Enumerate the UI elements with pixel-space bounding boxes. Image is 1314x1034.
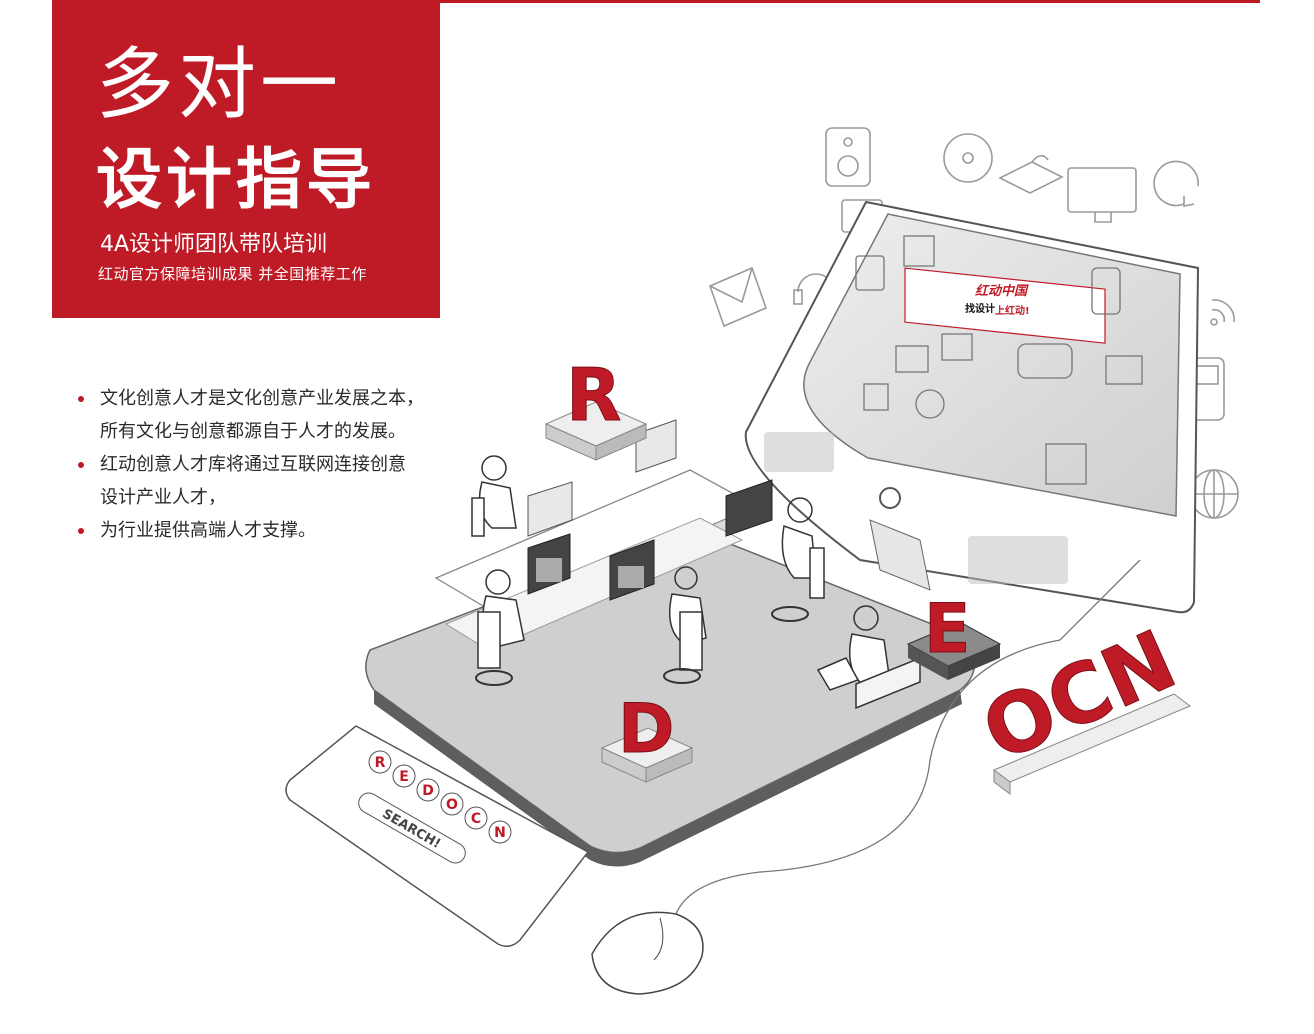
letters-ocn: OCN	[969, 613, 1189, 781]
banner-title-line1: 多对一	[96, 40, 343, 130]
person-with-laptop	[816, 605, 921, 710]
bullet-dot-icon	[78, 396, 84, 402]
svg-text:E: E	[399, 769, 409, 785]
letter-r-block: R	[544, 353, 648, 461]
letter-e: E	[924, 590, 970, 669]
screen-logo: 红动中国	[975, 283, 1029, 299]
person-female-front	[477, 569, 525, 669]
banner-subtitle: 4A设计师团队带队培训	[100, 232, 328, 257]
title-banner: 多对一 设计指导 4A设计师团队带队培训 红动官方保障培训成果 并全国推荐工作	[52, 0, 440, 318]
screen-app-icons	[855, 235, 1143, 485]
banner-tagline: 红动官方保障培训成果 并全国推荐工作	[98, 265, 367, 283]
monitor-stand	[869, 519, 931, 591]
refresh-icon	[1153, 160, 1199, 207]
person-female-desk	[471, 455, 517, 537]
speaker-icon	[825, 127, 871, 187]
letter-r: R	[566, 353, 621, 437]
keyboard: R E D O C N SEARCH!	[285, 725, 590, 947]
bullet-dot-icon	[78, 462, 84, 468]
svg-text:N: N	[494, 825, 506, 841]
keyboard-icon	[998, 154, 1064, 194]
mouse	[591, 911, 704, 995]
power-button-icon	[879, 487, 901, 509]
monitor-speaker-grille-right	[968, 536, 1068, 584]
top-red-rule	[440, 0, 1260, 3]
svg-text:C: C	[471, 811, 481, 827]
workstation-monitors	[527, 419, 773, 601]
person-male-desk	[781, 497, 825, 599]
letter-d: D	[618, 690, 674, 769]
globe-icon	[1189, 469, 1239, 519]
chair-bases	[475, 606, 809, 686]
svg-text:O: O	[446, 797, 458, 813]
keyboard-letter-keys: R E D O C N	[368, 750, 512, 844]
bullet-dot-icon	[78, 528, 84, 534]
list-item: 红动创意人才库将通过互联网连接创意	[78, 448, 498, 481]
svg-text:R: R	[375, 755, 386, 771]
screen-slogan-highlight: 上红动!	[995, 304, 1030, 317]
screen-slogan-prefix: 找设计	[965, 302, 995, 315]
list-item-continuation: 设计产业人才，	[100, 487, 226, 508]
monitor-speaker-grille-left	[764, 432, 834, 472]
letter-e-block: E	[906, 590, 1002, 680]
search-key	[358, 792, 466, 864]
svg-text:D: D	[422, 783, 434, 799]
list-item: 为行业提供高端人才支撑。	[78, 514, 498, 547]
letter-d-block: D	[600, 690, 694, 783]
people	[471, 455, 921, 710]
list-item: 文化创意人才是文化创意产业发展之本，	[78, 382, 498, 415]
letters-ocn-block: OCN	[969, 612, 1191, 795]
disc-icon	[943, 133, 993, 183]
wifi-icon	[1210, 299, 1235, 326]
banner-title-line2: 设计指导	[96, 141, 376, 218]
mail-icon	[708, 266, 768, 328]
list-item-continuation: 所有文化与创意都源自于人才的发展。	[100, 421, 406, 442]
desktop-monitor-icon	[1067, 167, 1137, 223]
mouse-cable	[675, 559, 1141, 915]
monitor: 红动中国 找设计 上红动!	[744, 200, 1200, 614]
feature-list: 文化创意人才是文化创意产业发展之本， 所有文化与创意都源自于人才的发展。 红动创…	[78, 382, 498, 547]
